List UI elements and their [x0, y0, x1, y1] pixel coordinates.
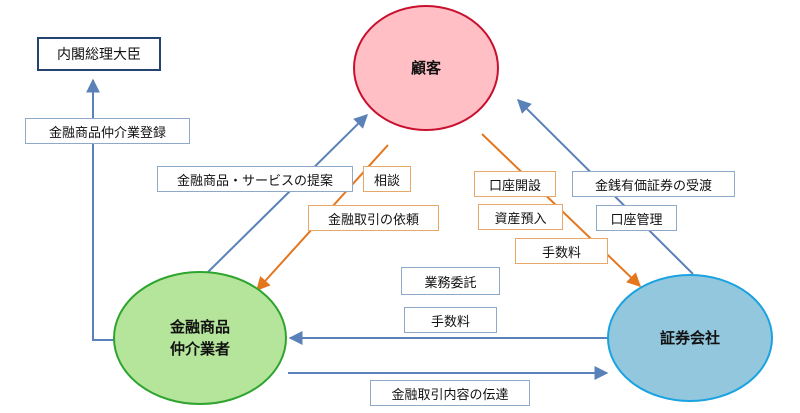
securities-node: 証券会社 [659, 329, 720, 347]
prime-minister-box: 内閣総理大臣 [37, 37, 161, 71]
request-label: 金融取引の依頼 [308, 205, 439, 231]
business-entrustment-label: 業務委託 [401, 267, 500, 295]
account-management-label: 口座管理 [596, 205, 677, 231]
asset-deposit-label: 資産預入 [478, 204, 563, 230]
intermediary-node-shape [113, 271, 287, 405]
fee-to-securities-label: 手数料 [515, 238, 608, 264]
consultation-label: 相談 [363, 166, 411, 192]
customer-node: 顧客 [410, 59, 441, 77]
fee-to-intermediary-label: 手数料 [404, 307, 497, 333]
money-delivery-label: 金銭有価証券の受渡 [572, 171, 735, 197]
proposal-arrow [207, 114, 368, 273]
proposal-label: 金融商品・サービスの提案 [157, 166, 353, 192]
intermediary-node: 金融商品 仲介業者 [169, 318, 230, 358]
registration-arrow [86, 78, 117, 341]
transaction-report-label: 金融取引内容の伝達 [370, 380, 530, 406]
securities-node-shape [607, 274, 773, 402]
account-opening-label: 口座開設 [474, 171, 556, 197]
registration-label: 金融商品仲介業登録 [25, 118, 190, 144]
customer-node-shape [353, 5, 499, 131]
